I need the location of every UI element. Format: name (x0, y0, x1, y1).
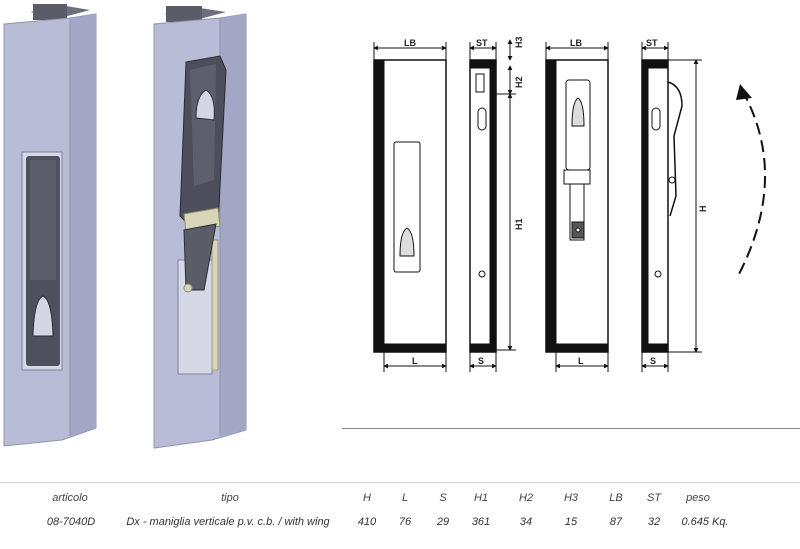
cell-peso: 0.645 Kq. (681, 516, 729, 528)
cell-ST: 32 (647, 516, 661, 528)
header-H2: H2 (518, 492, 534, 504)
dim-H1: H1 (514, 218, 524, 230)
dim-S-2: S (650, 356, 656, 366)
dim-H3: H3 (514, 36, 524, 48)
dim-L-1: L (412, 356, 418, 366)
header-ST: ST (646, 492, 662, 504)
closed-handle-render (3, 4, 97, 447)
dim-LB-1: LB (404, 38, 416, 48)
cell-H2: 34 (519, 516, 533, 528)
front-view-closed (373, 42, 447, 372)
dim-LB-2: LB (570, 38, 582, 48)
cell-LB: 87 (609, 516, 623, 528)
technical-drawing: LB L ST H3 H2 H1 S (373, 36, 767, 372)
dim-L-2: L (578, 356, 584, 366)
cell-H3: 15 (564, 516, 578, 528)
dim-ST-1: ST (476, 38, 488, 48)
swing-arrow-icon (736, 84, 767, 277)
front-view-open (545, 42, 609, 372)
header-H3: H3 (563, 492, 579, 504)
header-tipo: tipo (221, 492, 239, 504)
header-articolo: articolo (52, 492, 88, 504)
header-peso: peso (686, 492, 710, 504)
dim-ST-2: ST (646, 38, 658, 48)
dim-H2: H2 (514, 76, 524, 88)
header-H1: H1 (473, 492, 489, 504)
cell-articolo: 08-7040D (46, 516, 96, 528)
header-LB: LB (609, 492, 623, 504)
dim-H: H (698, 206, 708, 213)
cell-S: 29 (436, 516, 450, 528)
cell-H: 410 (357, 516, 377, 528)
side-view-open (641, 42, 702, 372)
cell-tipo: Dx - maniglia verticale p.v. c.b. / with… (126, 516, 330, 528)
cell-L: 76 (398, 516, 412, 528)
open-handle-render (153, 6, 247, 449)
dim-S-1: S (478, 356, 484, 366)
table-top-line (0, 482, 800, 483)
header-S: S (439, 492, 447, 504)
header-L: L (401, 492, 409, 504)
cell-H1: 361 (471, 516, 491, 528)
separator-line (342, 428, 800, 429)
header-H: H (363, 492, 371, 504)
side-view-closed (469, 39, 516, 372)
